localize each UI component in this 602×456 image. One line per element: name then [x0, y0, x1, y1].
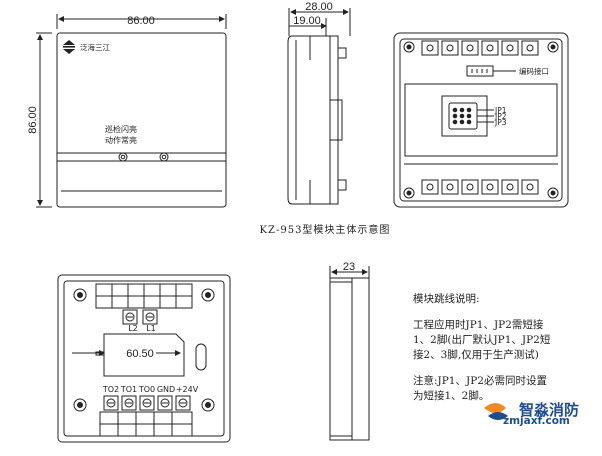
notes-para2-line2: 为短接1、2脚。 [413, 390, 490, 402]
jumper-label-jp3: JP3 [494, 118, 507, 127]
terminal-label-to1: TO1 [120, 385, 137, 394]
coding-port-icon [466, 65, 494, 77]
notes-para2-line1: 注意:JP1、JP2必需同时设置 [413, 375, 547, 387]
base-terminals-top [95, 283, 193, 325]
indicator-text-1: 巡检闪亮 [105, 124, 137, 134]
notes-para1-line3: 接2、3脚,仅用于生产测试) [413, 349, 539, 361]
back-terminals-bottom [421, 179, 539, 195]
base-side-depth-dim: 23 [343, 261, 355, 273]
figure-caption: KZ-953型模块主体示意图 [260, 223, 391, 236]
base-terminals-bottom [99, 395, 193, 437]
notes-para1-line1: 工程应用时JP1、JP2需短接 [413, 319, 544, 331]
jumper-label-jp2: JP2 [494, 112, 507, 121]
terminal-label-l1: L1 [146, 324, 156, 333]
slot-hole [195, 343, 207, 371]
base-hole-dim: 60.50 [126, 348, 154, 360]
side-body-outline [287, 35, 331, 205]
terminal-label-to0: TO0 [138, 385, 155, 394]
base-side-view [329, 266, 370, 441]
watermark-name: 智淼消防 [519, 401, 580, 419]
back-terminals-top [421, 40, 539, 56]
base-side-outline [329, 277, 370, 441]
notes-title: 模块跳线说明: [413, 293, 480, 305]
back-body-outline [393, 32, 569, 208]
back-view [393, 32, 569, 208]
terminal-label-24v: +24V [176, 385, 199, 394]
pcb-window [404, 83, 558, 157]
led-l1 [118, 152, 128, 162]
terminal-label-to2: TO2 [102, 385, 119, 394]
front-width-dim: 86.00 [127, 15, 155, 27]
front-view [36, 14, 227, 208]
brand-name: 泛海三江 [80, 42, 110, 52]
led-l2 [159, 152, 169, 162]
notes-para1-line2: 1、2脚(出厂默认JP1、JP2短 [413, 334, 551, 346]
side-inner-dim: 19.00 [293, 15, 321, 27]
brand-logo-icon [63, 40, 75, 54]
terminal-label-gnd: GND [157, 385, 175, 394]
coding-port-label: 编码接口 [519, 66, 549, 76]
front-height-dim: 86.00 [27, 106, 39, 134]
side-depth-dim: 28.00 [305, 1, 333, 13]
jumper-label-jp1: JP1 [494, 106, 507, 115]
watermark-logo-icon [484, 403, 508, 420]
base-view [57, 274, 231, 443]
indicator-text-2: 动作常亮 [105, 135, 137, 145]
side-view [287, 8, 351, 205]
watermark-url: zmjaxf.com [503, 415, 570, 427]
front-body-outline [56, 32, 227, 208]
terminal-label-l2: L2 [128, 324, 138, 333]
base-outline [57, 274, 231, 443]
